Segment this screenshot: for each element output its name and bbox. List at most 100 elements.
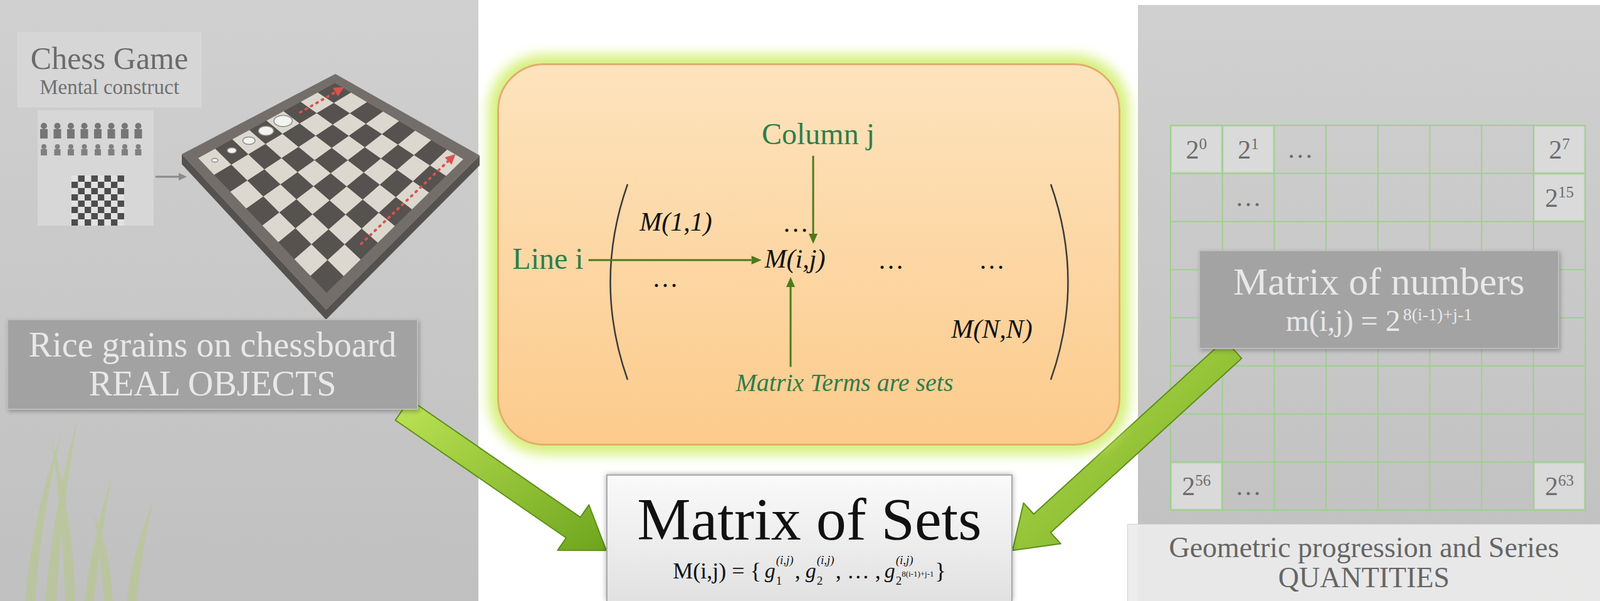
cell-exponent: 1 [1250, 135, 1259, 153]
title-box: Chess GameMental construct [17, 32, 202, 108]
mini-square [97, 219, 105, 226]
path-arrowhead [332, 87, 345, 97]
text-line: Mental construct [39, 75, 180, 99]
matrix-term: M(1,1) [639, 207, 712, 237]
text-holder: M(i,j) [764, 245, 826, 273]
pawn-head [109, 144, 115, 150]
box-heading: Matrix of Sets [636, 485, 982, 553]
mini-square [117, 188, 125, 195]
pawn-head [136, 144, 142, 150]
text-line: Matrix of numbers [1233, 260, 1525, 303]
piece-head [54, 122, 61, 130]
mini-square [91, 206, 99, 214]
cell-base: 2 [1544, 183, 1558, 213]
box-heading: Matrix of numbers [1233, 260, 1525, 303]
text-line: Chess Game [30, 41, 189, 76]
mini-square [117, 194, 125, 201]
pawn-body [135, 149, 142, 156]
box-text: QUANTITIES [1278, 561, 1450, 594]
cell-exponent: 0 [1199, 135, 1208, 153]
label-box: Rice grains on chessboardREAL OBJECTS [6, 319, 419, 411]
mini-square [71, 194, 79, 201]
grid-cell: 20 [1186, 136, 1208, 164]
text-holder: Line i [512, 243, 584, 274]
pieces-panel [37, 110, 154, 226]
text-holder: Matrix Terms are sets [735, 370, 953, 396]
rice-pile [258, 126, 274, 136]
piece-head [81, 122, 88, 130]
mini-square [91, 200, 99, 207]
grid-cell: 263 [1544, 472, 1574, 500]
text-holder: … [978, 247, 1006, 274]
grid-cell-fill [1171, 126, 1222, 173]
grid-cell-fill [1534, 463, 1585, 510]
ellipsis: … [652, 263, 679, 293]
title-box: Matrix of SetsM(i,j) = {g1(i,j),g2(i,j),… [606, 474, 1013, 601]
mini-square [78, 194, 86, 201]
mini-square [84, 181, 92, 189]
pawn-head [68, 144, 74, 150]
cell-base: 2 [1237, 135, 1251, 165]
path-dots [361, 158, 451, 244]
cell-exponent: 63 [1557, 472, 1574, 490]
mini-square [104, 181, 112, 189]
pointer-line [812, 156, 815, 235]
mini-square [84, 206, 92, 214]
rice-pile [242, 136, 256, 145]
mini-square [78, 181, 86, 189]
text-line: QUANTITIES [1278, 563, 1450, 594]
mini-square [110, 175, 118, 182]
cell-base: 2 [1181, 472, 1195, 501]
box-text: Mental construct [39, 75, 180, 99]
rice-pile [273, 115, 293, 127]
grid-cell-fill [1534, 174, 1585, 221]
piece-head [67, 122, 74, 130]
index-stack: 1(i,j) [776, 554, 794, 589]
piece-head [40, 122, 48, 130]
grid-line [1170, 509, 1586, 511]
box-heading: Geometric progression and Series [1168, 531, 1559, 564]
grid-cell: 215 [1544, 184, 1574, 212]
mini-square [84, 213, 92, 220]
mini-square [84, 194, 92, 201]
mini-square [97, 206, 105, 214]
mini-square [91, 188, 99, 195]
pointer-arrowhead [808, 233, 818, 244]
mini-square [91, 181, 99, 189]
index-stack: 2(i,j) [816, 554, 835, 589]
grass [25, 418, 1592, 601]
mini-square [78, 206, 86, 214]
mini-square [71, 213, 79, 220]
subscript: 2 [816, 566, 824, 589]
axis-label: Column j [761, 117, 875, 151]
number-grid [1170, 125, 1586, 511]
path-arrowhead [444, 154, 456, 165]
piece-head [121, 122, 128, 130]
grid-cell: 27 [1549, 136, 1571, 164]
mini-square [110, 213, 118, 220]
mini-square [71, 200, 79, 207]
mini-square [97, 181, 105, 189]
pawn-body [108, 149, 115, 156]
grass-blade [126, 501, 153, 601]
text-line: REAL OBJECTS [89, 364, 337, 404]
grid-line [1584, 125, 1587, 511]
pawn-head [41, 144, 47, 150]
box-heading: Rice grains on chessboard [28, 325, 397, 365]
piece-body [121, 129, 129, 139]
grid-line [1170, 413, 1586, 416]
mini-square [110, 194, 118, 201]
piece-body [80, 129, 89, 139]
mini-square [117, 213, 125, 220]
formula-text: , [794, 559, 801, 583]
path-dots [300, 90, 339, 113]
grid-cell: … [1287, 136, 1314, 163]
matrix-term: M(i,j) [764, 244, 826, 274]
mini-square [110, 188, 118, 195]
mini-square [104, 213, 112, 220]
piece-head [94, 122, 101, 130]
mini-square [110, 181, 118, 189]
mini-square [78, 175, 86, 182]
rice-pile [226, 147, 237, 154]
